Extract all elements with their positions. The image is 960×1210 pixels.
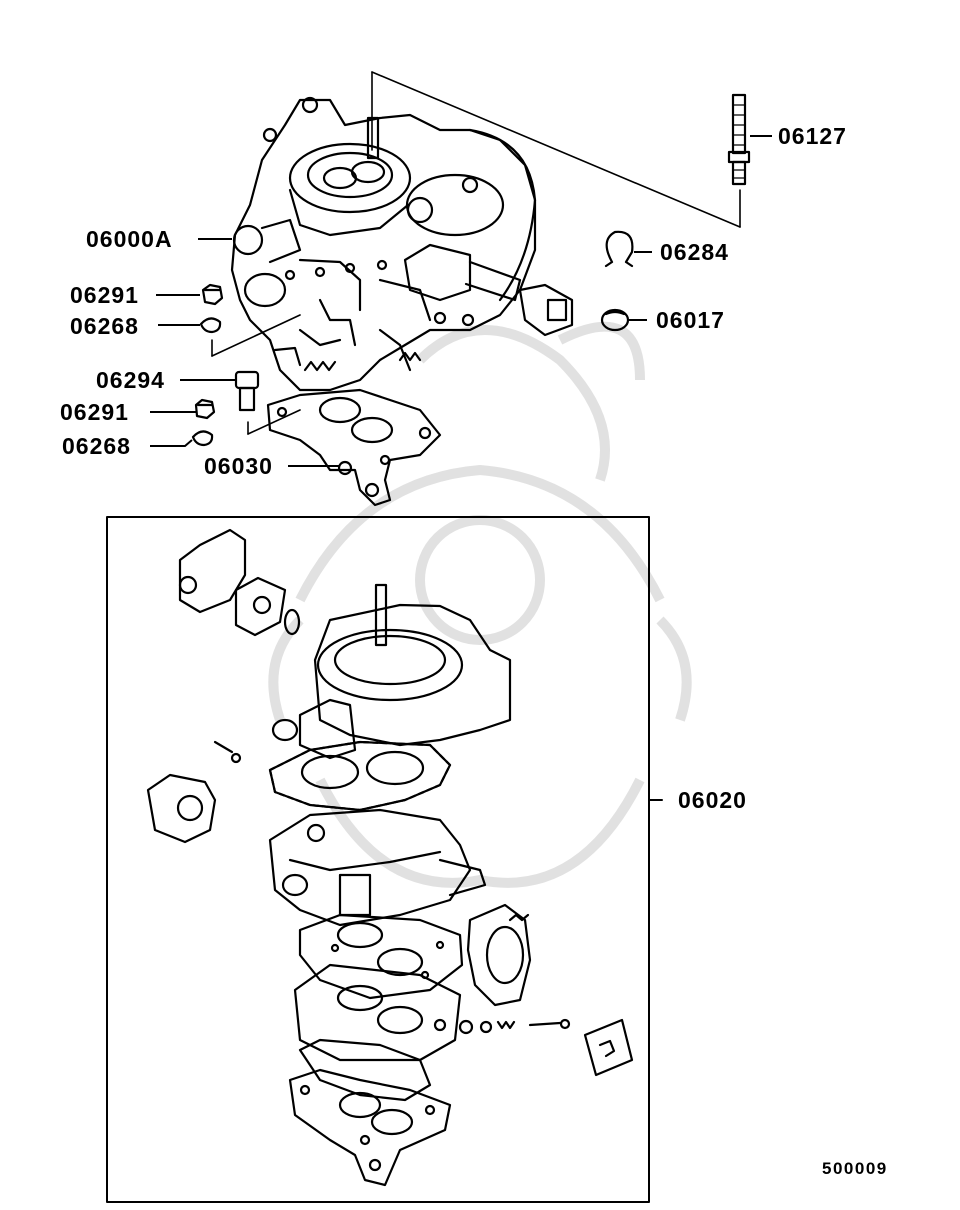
callout-06284: 06284 — [660, 239, 729, 265]
callout-06030: 06030 — [204, 453, 273, 479]
flange-gasket-upper — [266, 388, 442, 507]
nut-06291-upper — [201, 283, 224, 306]
callout-06268-lower: 06268 — [62, 433, 131, 459]
exploded-carburetor — [146, 528, 634, 1187]
callout-06291-lower: 06291 — [60, 399, 129, 425]
washer-06268-upper — [199, 317, 222, 334]
assembly-lines-upper — [211, 71, 741, 435]
leader-lines — [150, 135, 772, 467]
callout-06017: 06017 — [656, 307, 725, 333]
nut-06291-lower — [194, 398, 216, 420]
bolt-06294 — [234, 370, 260, 412]
callout-06291-upper: 06291 — [70, 282, 139, 308]
callout-06294: 06294 — [96, 367, 165, 393]
clip-06284 — [604, 230, 634, 268]
callout-06000A: 06000A — [86, 226, 173, 252]
washer-06268-lower — [191, 430, 214, 447]
cap-06017 — [600, 308, 630, 332]
stud-bolt-06127 — [727, 93, 751, 186]
watermark-emblem — [268, 321, 692, 888]
callout-06268-upper: 06268 — [70, 313, 139, 339]
callout-06020: 06020 — [678, 787, 747, 813]
overhaul-kit-box — [106, 516, 650, 1203]
callout-06127: 06127 — [778, 123, 847, 149]
figure-number: 500009 — [822, 1159, 888, 1178]
carburetor-assembly — [230, 96, 574, 392]
